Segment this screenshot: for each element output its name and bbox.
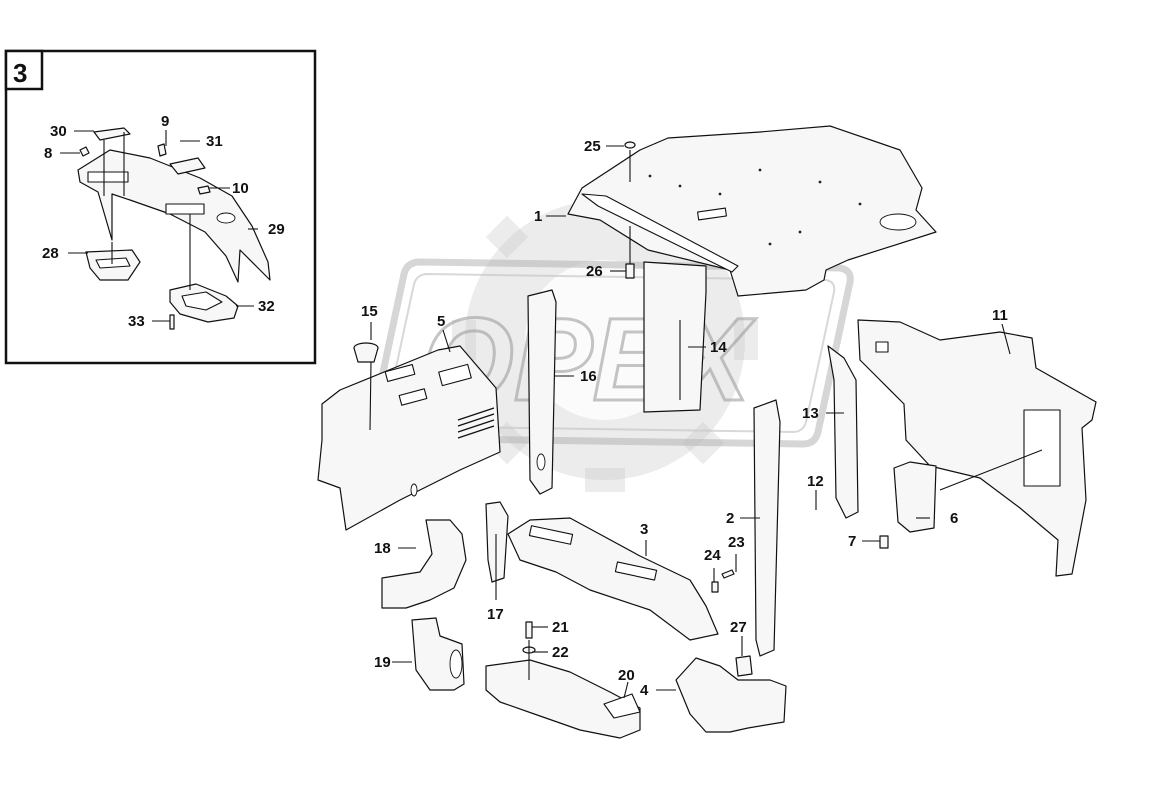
callout-7: 7 (848, 533, 856, 550)
callout-24: 24 (704, 547, 721, 564)
inset-part-10 (197, 185, 211, 195)
side-panel-5 (317, 345, 501, 531)
plug-15 (353, 342, 379, 363)
callout-33: 33 (128, 313, 145, 330)
callout-20: 20 (618, 667, 635, 684)
callout-19: 19 (374, 654, 391, 671)
headliner-panel (567, 125, 937, 297)
callout-3: 3 (640, 521, 648, 538)
callout-2: 2 (726, 510, 734, 527)
callout-4: 4 (640, 682, 649, 699)
callout-10: 10 (232, 180, 249, 197)
callout-32: 32 (258, 298, 275, 315)
inset-vent-cover-30 (93, 127, 131, 141)
inset-dash-panel (77, 149, 271, 283)
callout-13: 13 (802, 405, 819, 422)
screw-24 (711, 581, 719, 593)
bracket-17 (485, 501, 509, 583)
watermark-frame (368, 258, 854, 448)
headliner-front-rail (581, 193, 739, 273)
cover-panel-6 (893, 461, 937, 533)
fastener-21 (525, 621, 533, 639)
callout-23: 23 (728, 534, 745, 551)
inset-detail: 3 (4, 49, 317, 365)
inset-vent-cover-31 (169, 157, 206, 175)
callout-25: 25 (584, 138, 601, 155)
callout-6: 6 (950, 510, 958, 527)
callout-14: 14 (710, 339, 727, 356)
pillar-trim-14 (643, 261, 707, 413)
inset-number-box (4, 49, 44, 91)
rear-panel-11 (857, 319, 1097, 577)
callout-5: 5 (437, 313, 445, 330)
callout-26: 26 (586, 263, 603, 280)
callout-1: 1 (534, 208, 542, 225)
callout-9: 9 (161, 113, 169, 130)
inset-number: 3 (13, 58, 27, 88)
callout-21: 21 (552, 619, 569, 636)
callout-17: 17 (487, 606, 504, 623)
callout-22: 22 (552, 644, 569, 661)
callout-31: 31 (206, 133, 223, 150)
pillar-trim-16 (527, 289, 557, 495)
callout-8: 8 (44, 145, 52, 162)
inset-vent-left (87, 171, 129, 183)
pillar-trim-2 (753, 399, 781, 657)
callout-27: 27 (730, 619, 747, 636)
callout-29: 29 (268, 221, 285, 238)
inset-vent-center (165, 203, 205, 215)
clip-7 (879, 535, 889, 549)
inset-clip-9 (157, 143, 167, 157)
screw-23 (721, 569, 735, 579)
clip-25 (624, 141, 636, 149)
pin-26 (625, 263, 635, 279)
callout-28: 28 (42, 245, 59, 262)
inset-clip-8 (79, 146, 90, 157)
callout-12: 12 (807, 473, 824, 490)
rear-panel-window (1023, 409, 1061, 487)
callout-30: 30 (50, 123, 67, 140)
callout-16: 16 (580, 368, 597, 385)
trim-strip-13 (827, 345, 859, 519)
callout-11: 11 (992, 307, 1008, 324)
duct-18 (381, 519, 467, 609)
dash-panel-3 (507, 517, 719, 641)
inset-screw-33 (169, 314, 175, 330)
bracket-4 (675, 657, 787, 733)
cap-27 (735, 655, 753, 677)
callout-18: 18 (374, 540, 391, 557)
callout-15: 15 (361, 303, 378, 320)
leader-lines (369, 145, 1043, 699)
duct-20 (485, 659, 641, 739)
